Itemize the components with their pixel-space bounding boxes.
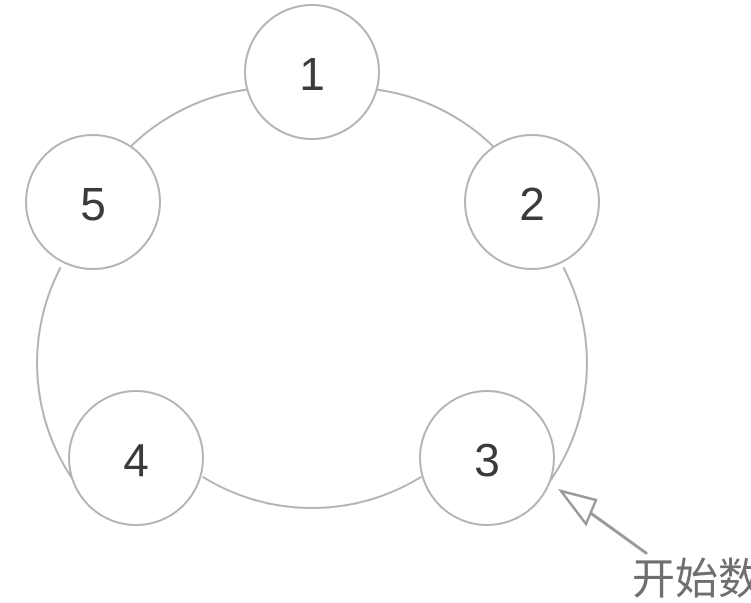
node-5-label: 5 — [80, 178, 106, 230]
pointer-arrowhead-icon — [557, 488, 598, 527]
start-annotation-label: 开始数 — [632, 556, 751, 603]
edge-arc-3-to-4 — [202, 476, 422, 510]
node-2-circle[interactable] — [464, 134, 600, 270]
pointer-shaft-line — [590, 512, 648, 555]
node-2-label: 2 — [519, 178, 545, 230]
node-4-label: 4 — [123, 434, 149, 486]
node-3-circle[interactable] — [419, 390, 555, 526]
node-1-circle[interactable] — [244, 4, 380, 140]
node-5-circle[interactable] — [25, 134, 161, 270]
node-3-label: 3 — [474, 434, 500, 486]
node-4[interactable]: 4 — [68, 390, 204, 526]
node-4-circle[interactable] — [68, 390, 204, 526]
node-1[interactable]: 1 — [244, 4, 380, 140]
node-2[interactable]: 2 — [464, 134, 600, 270]
node-1-label: 1 — [299, 48, 325, 100]
nodes-group: 1 2 3 4 5 — [25, 4, 600, 526]
node-5[interactable]: 5 — [25, 134, 161, 270]
start-pointer-arrow — [557, 488, 648, 555]
node-3[interactable]: 3 — [419, 390, 555, 526]
